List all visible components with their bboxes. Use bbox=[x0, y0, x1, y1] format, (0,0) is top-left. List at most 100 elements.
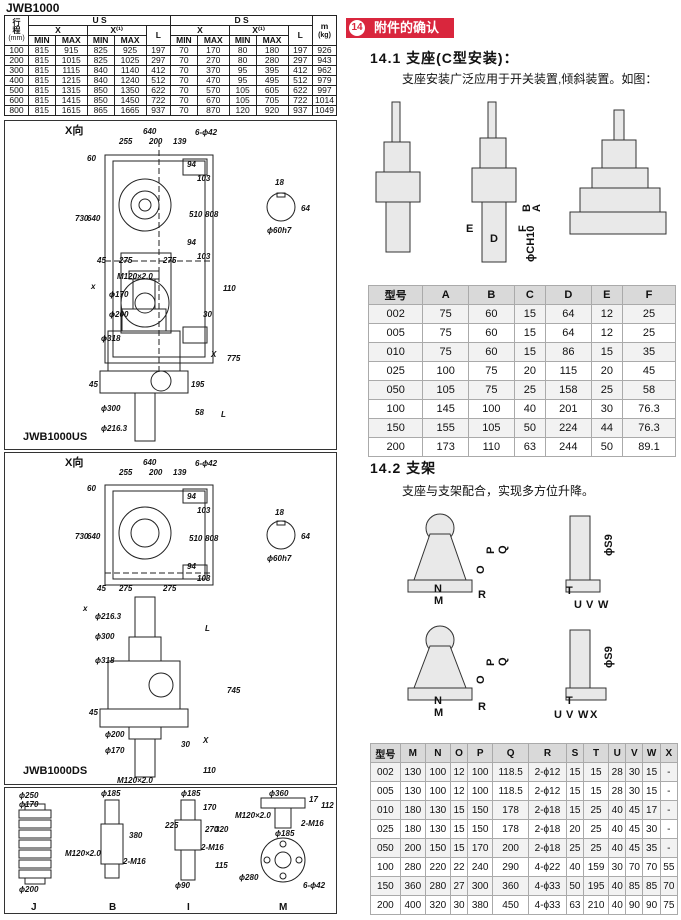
table-cell: 35 bbox=[642, 838, 661, 858]
column-header: Q bbox=[492, 743, 530, 763]
bracket-dim-u: U bbox=[574, 599, 582, 611]
table-cell: 105 bbox=[422, 380, 470, 400]
table-cell: 815 bbox=[28, 65, 56, 76]
table-cell: 180 bbox=[255, 45, 289, 56]
table-cell: 360 bbox=[399, 876, 426, 896]
drawing-us: 640 255 200 139 6-ϕ42 60 730 640 94 103 … bbox=[4, 120, 337, 450]
table-cell: 90 bbox=[625, 895, 644, 915]
dim-275a: 275 bbox=[118, 256, 133, 265]
table-cell: 75 bbox=[422, 323, 470, 343]
table-cell: 297 bbox=[145, 55, 172, 66]
dim-18: 18 bbox=[275, 178, 284, 187]
column-header: M bbox=[399, 743, 426, 763]
table-cell: 155 bbox=[422, 418, 470, 438]
table-cell: 280 bbox=[424, 876, 451, 896]
mount-dim-f: F bbox=[517, 225, 529, 232]
table-cell: 80 bbox=[228, 55, 257, 66]
table-cell: 15 bbox=[565, 762, 585, 782]
table-cell: 300 bbox=[467, 876, 494, 896]
table-cell: 412 bbox=[287, 65, 314, 76]
table-cell: 600 bbox=[4, 95, 29, 106]
table-cell: 870 bbox=[196, 105, 230, 116]
table-cell: 270 bbox=[196, 55, 230, 66]
bracket-dim-w: W bbox=[598, 599, 609, 611]
fig-b-label: B bbox=[109, 902, 116, 913]
table-cell: 159 bbox=[583, 857, 610, 877]
table-cell: 30 bbox=[590, 399, 623, 419]
table-cell: 240 bbox=[467, 857, 494, 877]
table-cell: 300 bbox=[4, 65, 29, 76]
m-d360: ϕ360 bbox=[269, 789, 289, 798]
dim-x: X bbox=[202, 736, 209, 745]
dim-d2163: ϕ216.3 bbox=[101, 424, 128, 433]
table-cell: 244 bbox=[545, 437, 592, 457]
table-cell: 815 bbox=[28, 95, 56, 106]
table-cell: 20 bbox=[590, 361, 623, 381]
bracket2-dim-m: M bbox=[434, 707, 443, 719]
dim-d170: ϕ170 bbox=[105, 746, 125, 755]
table-cell: 815 bbox=[28, 85, 56, 96]
bracket-dim-q: Q bbox=[497, 545, 509, 554]
table-cell: 86 bbox=[545, 342, 592, 362]
dim-640: 640 bbox=[143, 458, 157, 467]
fig-m-label: M bbox=[279, 902, 287, 913]
j-d250: ϕ250 bbox=[19, 791, 39, 800]
table-cell: 395 bbox=[255, 65, 289, 76]
table-cell: 15 bbox=[449, 819, 469, 839]
table-cell: 400 bbox=[399, 895, 426, 915]
table-cell: 002 bbox=[367, 304, 424, 324]
dim-94b: 94 bbox=[187, 562, 196, 571]
us-model-label: JWB1000US bbox=[23, 431, 88, 443]
mount-figure: A B E F D ϕCH10 bbox=[375, 101, 667, 263]
table-cell: 70 bbox=[625, 857, 644, 877]
column-header: 型号 bbox=[370, 743, 401, 763]
table-cell: 12 bbox=[590, 323, 623, 343]
table-cell: 50 bbox=[513, 418, 547, 438]
dim-60: 60 bbox=[87, 484, 96, 493]
m-thread: M120×2.0 bbox=[235, 811, 271, 820]
table-cell: 180 bbox=[399, 819, 426, 839]
min-header: MIN bbox=[228, 35, 257, 46]
table-cell: 495 bbox=[255, 75, 289, 86]
column-header: F bbox=[621, 285, 677, 305]
table-cell: 30 bbox=[449, 895, 469, 915]
table-cell: - bbox=[659, 838, 679, 858]
dim-45: 45 bbox=[96, 256, 106, 265]
table-cell: 90 bbox=[642, 895, 661, 915]
dim-64: 64 bbox=[301, 204, 310, 213]
max-header: MAX bbox=[196, 35, 230, 46]
m-h17: 17 bbox=[309, 795, 318, 804]
b-h380: 380 bbox=[129, 831, 143, 840]
column-header: C bbox=[513, 285, 547, 305]
dim-110: 110 bbox=[223, 284, 236, 293]
max-header: MAX bbox=[54, 35, 88, 46]
table-cell: 70 bbox=[642, 857, 661, 877]
us-l-header: L bbox=[145, 25, 172, 46]
dim-30: 30 bbox=[181, 740, 190, 749]
table-cell: 25 bbox=[583, 838, 610, 858]
i-bolt: 2-M16 bbox=[200, 843, 224, 852]
i-h170: 170 bbox=[203, 803, 217, 812]
table-cell: 58 bbox=[621, 380, 677, 400]
table-cell: 12 bbox=[590, 304, 623, 324]
table-cell: 118.5 bbox=[492, 781, 530, 801]
table-cell: 010 bbox=[370, 800, 401, 820]
dim-d300: ϕ300 bbox=[95, 632, 115, 641]
ds-header: D S bbox=[170, 15, 313, 26]
table-cell: 15 bbox=[565, 781, 585, 801]
dim-30: 30 bbox=[203, 310, 212, 319]
column-header: E bbox=[590, 285, 623, 305]
table-cell: 75 bbox=[422, 342, 470, 362]
x-axis-mark: x bbox=[82, 604, 88, 613]
ds-model-label: JWB1000DS bbox=[23, 765, 88, 777]
table-cell: 15 bbox=[590, 342, 623, 362]
table-cell: - bbox=[659, 762, 679, 782]
